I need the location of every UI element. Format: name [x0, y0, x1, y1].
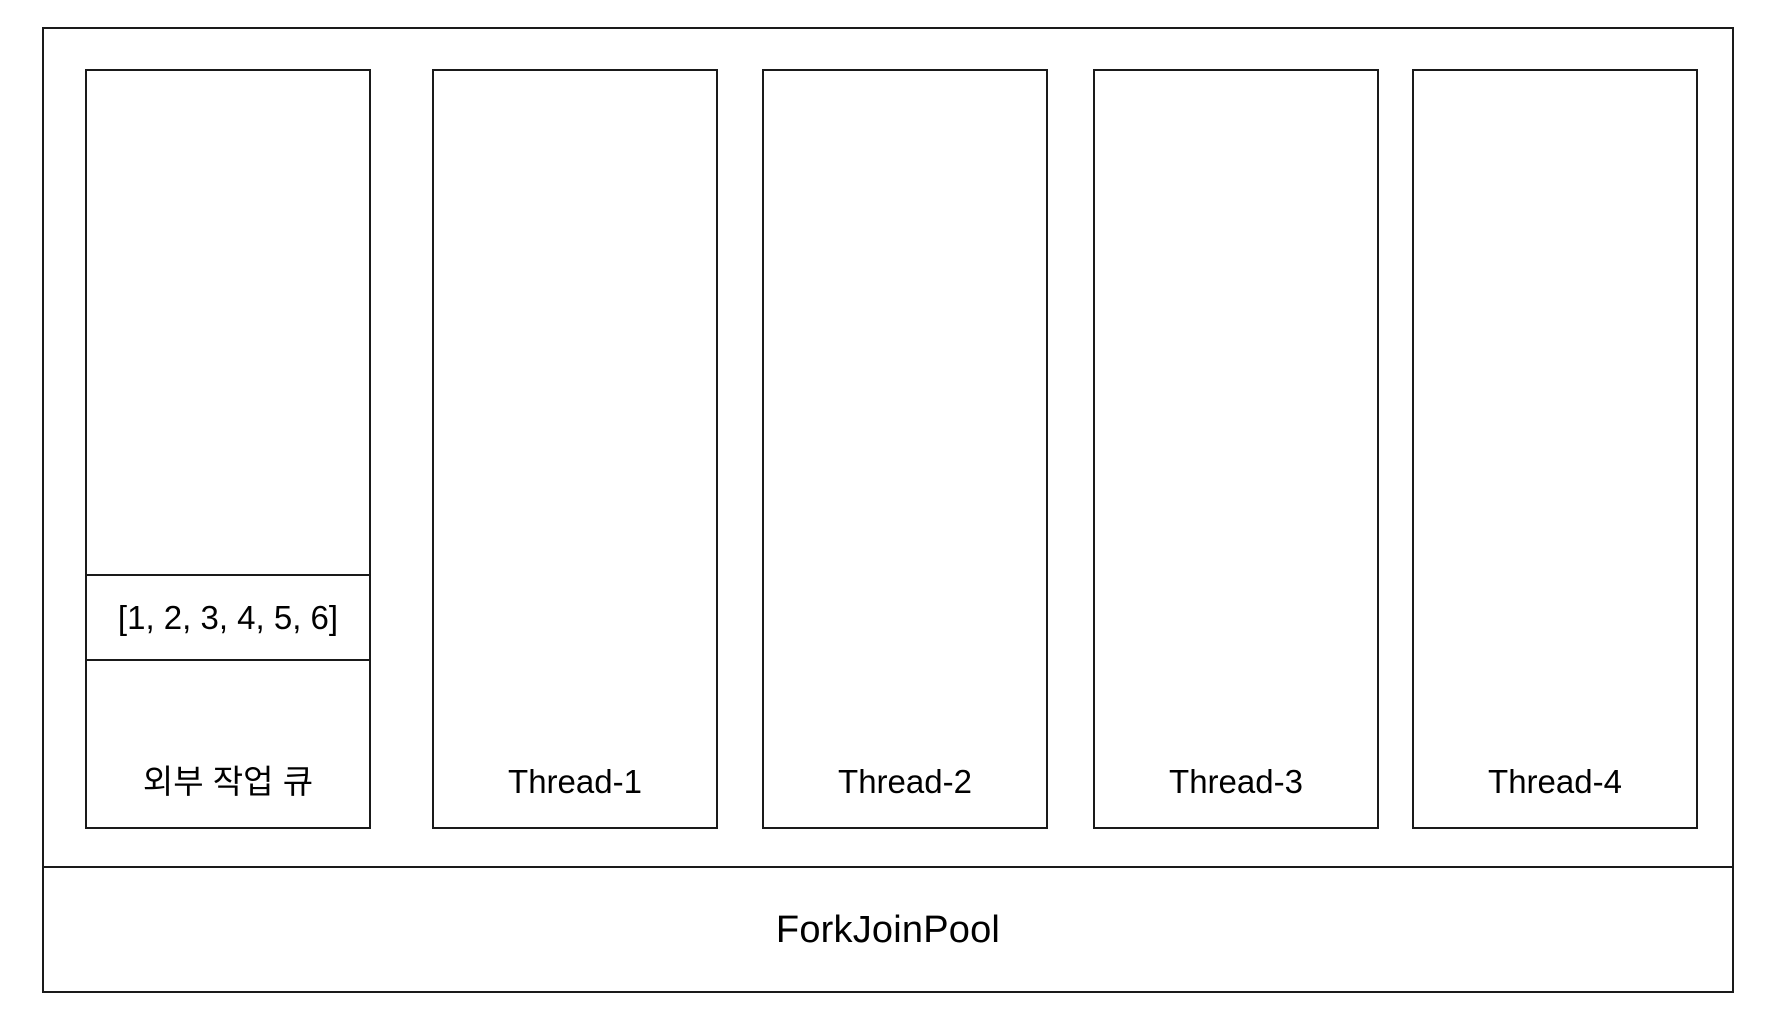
pool-name-label: ForkJoinPool [775, 908, 1001, 951]
thread-label-2: Thread-2 [838, 763, 972, 801]
thread-label-4: Thread-4 [1488, 763, 1622, 801]
pool-footer: ForkJoinPool [44, 868, 1732, 991]
queue-label-cell: 외부 작업 큐 [87, 661, 369, 827]
external-task-queue-box: [1, 2, 3, 4, 5, 6] 외부 작업 큐 [85, 69, 371, 829]
pool-upper-region: [1, 2, 3, 4, 5, 6] 외부 작업 큐 Thread-1 Thre… [44, 29, 1732, 866]
queue-empty-space [87, 71, 369, 576]
thread-box-3: Thread-3 [1093, 69, 1379, 829]
queue-task-cell: [1, 2, 3, 4, 5, 6] [87, 576, 369, 661]
thread-label-3: Thread-3 [1169, 763, 1303, 801]
queue-task-list: [1, 2, 3, 4, 5, 6] [117, 599, 339, 636]
thread-box-2: Thread-2 [762, 69, 1048, 829]
external-task-queue-label: 외부 작업 큐 [142, 763, 314, 801]
pool-frame: [1, 2, 3, 4, 5, 6] 외부 작업 큐 Thread-1 Thre… [42, 27, 1734, 993]
pool-horizontal-divider [44, 866, 1732, 868]
thread-box-4: Thread-4 [1412, 69, 1698, 829]
thread-box-1: Thread-1 [432, 69, 718, 829]
thread-label-1: Thread-1 [508, 763, 642, 801]
